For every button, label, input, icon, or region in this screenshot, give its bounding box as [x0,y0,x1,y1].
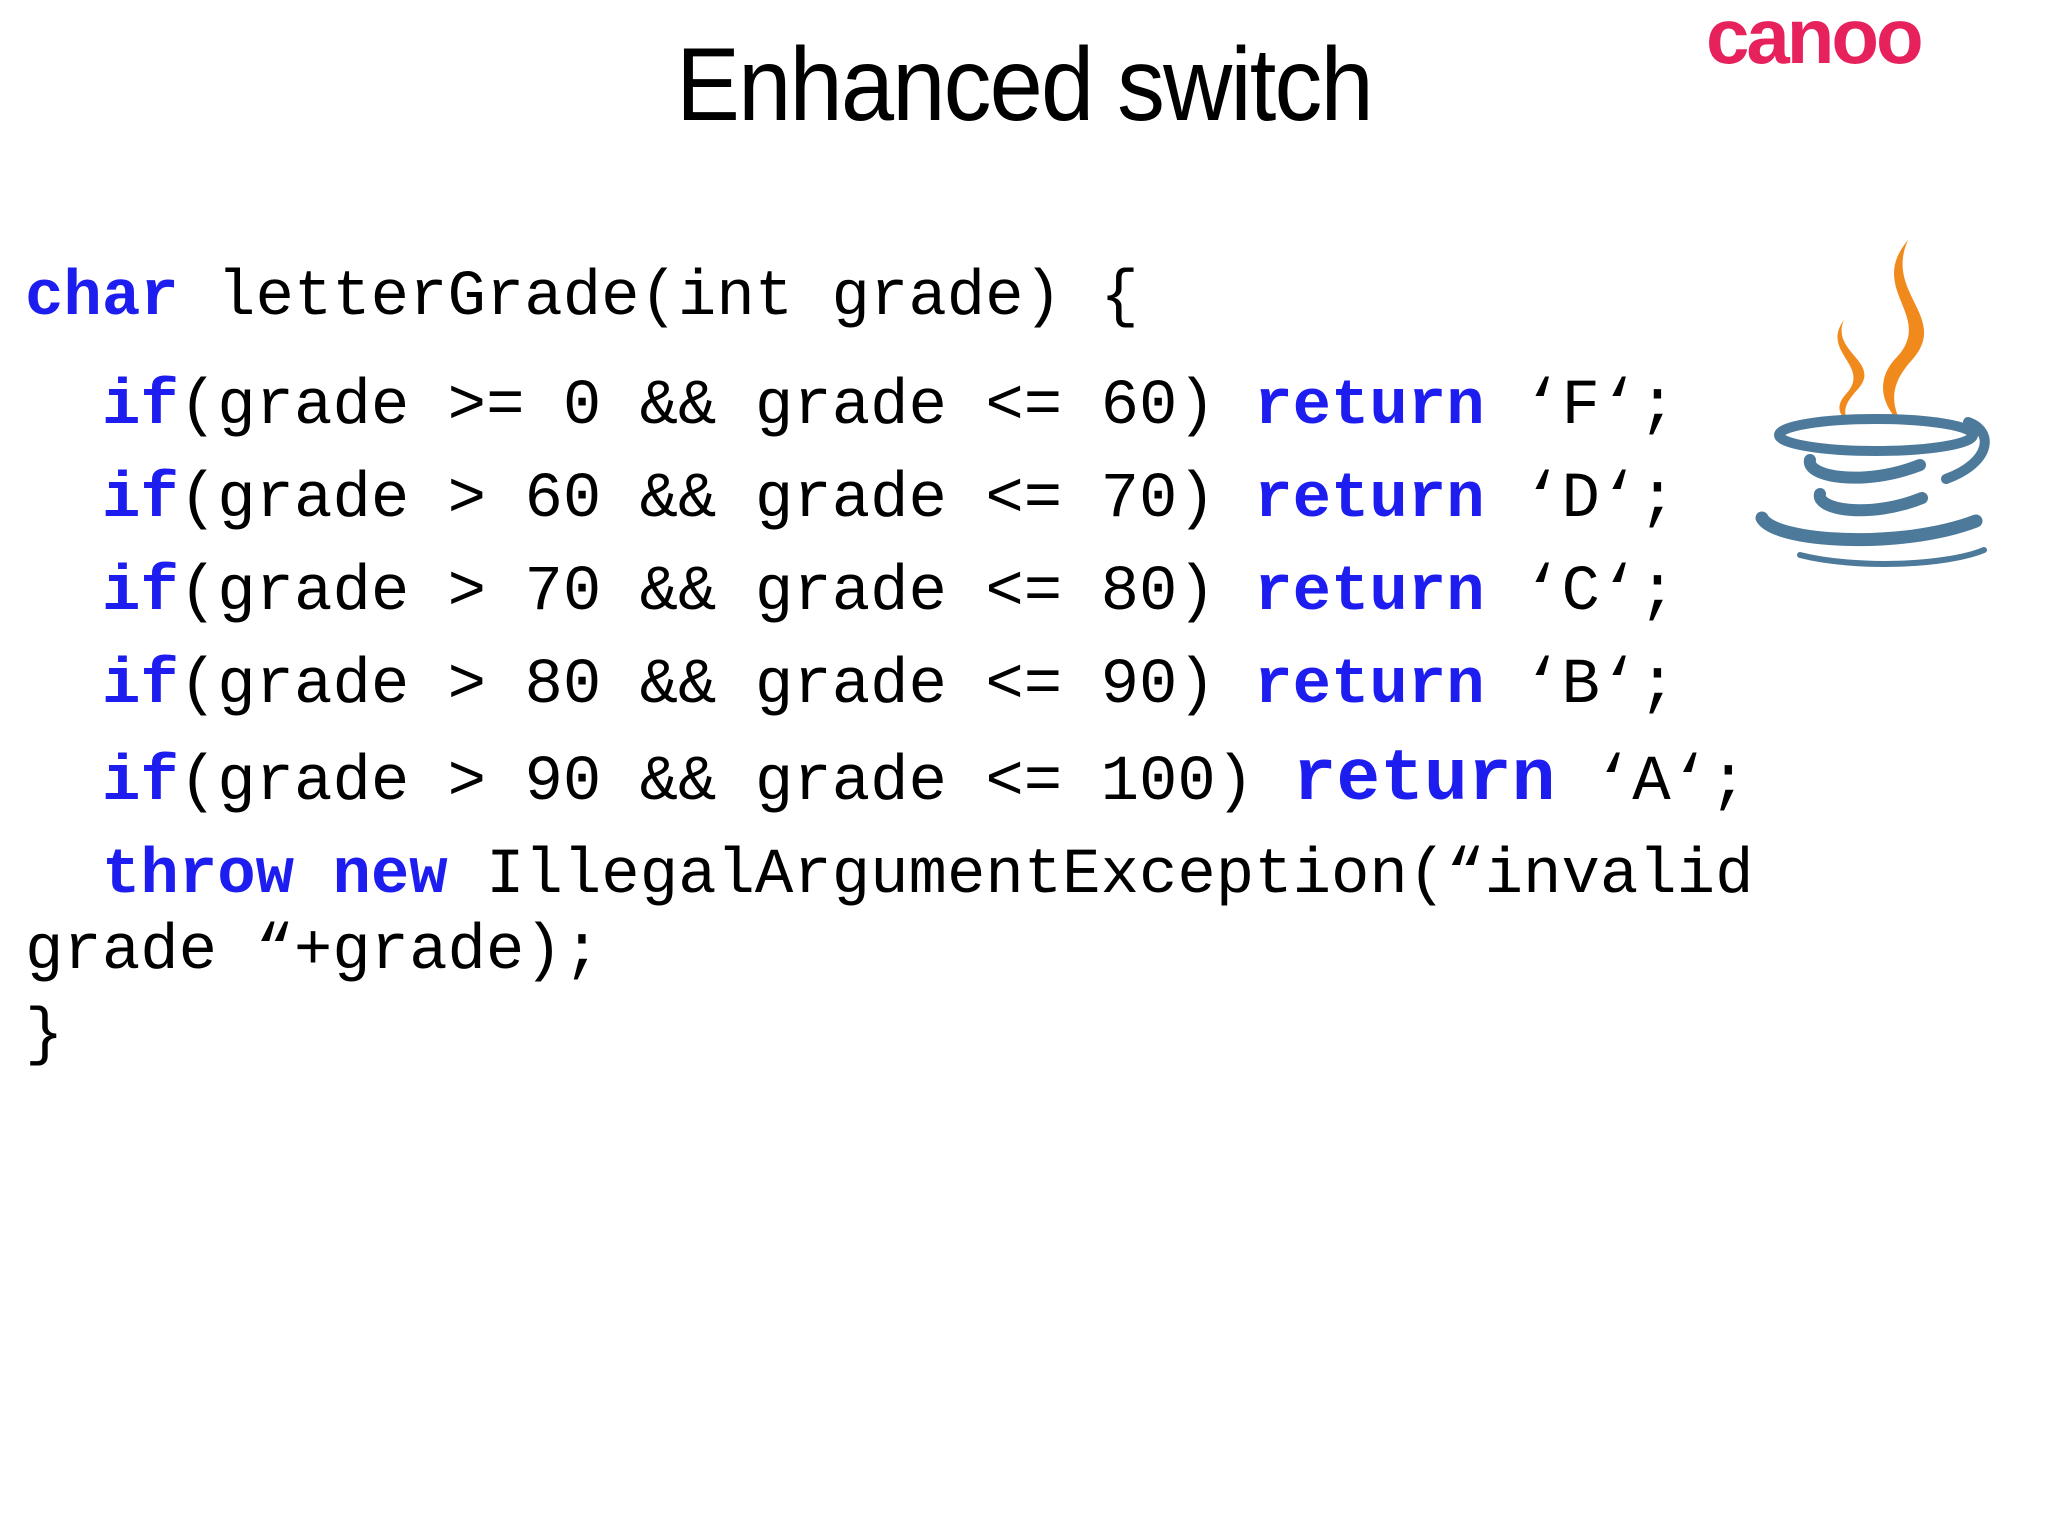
keyword-if: if [102,557,179,629]
keyword-return: return [1254,650,1485,722]
keyword-char: char [25,262,179,334]
keyword-return: return [1254,557,1485,629]
java-steam-left [1837,320,1865,422]
java-cup-rim [1774,414,1978,456]
keyword-return: return [1292,738,1556,821]
code-text: ‘F‘; [1484,371,1677,443]
canoo-logo: canoo [1706,0,1924,80]
code-text: (grade > 90 && grade <= 100) [178,747,1293,819]
code-text: (grade > 80 && grade <= 90) [178,650,1255,722]
page-title: Enhanced switch [676,27,1374,143]
code-line-closing-brace: } [25,998,1725,1074]
code-line-if-d: if(grade > 60 && grade <= 70) return ‘D‘… [25,454,1725,547]
java-cup-band2 [1813,488,1928,517]
code-text: ‘A‘; [1555,747,1748,819]
java-cup-graphic [1755,240,1990,567]
keyword-return: return [1254,371,1485,443]
code-text: ‘B‘; [1484,650,1677,722]
code-line-if-c: if(grade > 70 && grade <= 80) return ‘C‘… [25,547,1725,640]
code-line-throw-wrap: grade “+grade); [25,914,1725,990]
keyword-if: if [102,650,179,722]
java-steam-right [1883,240,1925,425]
code-text: ‘D‘; [1484,464,1677,536]
code-line-if-b: if(grade > 80 && grade <= 90) return ‘B‘… [25,640,1725,733]
keyword-return: return [1254,464,1485,536]
code-text: } [25,1000,64,1072]
code-block: char letterGrade(int grade) { if(grade >… [25,252,1753,1074]
code-line-if-f: if(grade >= 0 && grade <= 60) return ‘F‘… [25,361,1725,454]
keyword-if: if [102,371,179,443]
code-text: (grade >= 0 && grade <= 60) [178,371,1255,443]
code-line-throw: throw new IllegalArgumentException(“inva… [25,838,1753,914]
code-line-if-a: if(grade > 90 && grade <= 100) return ‘A… [25,733,1747,830]
keyword-if: if [102,464,179,536]
code-text: (grade > 70 && grade <= 80) [178,557,1255,629]
java-logo-icon [1740,232,2020,582]
code-text: (grade > 60 && grade <= 70) [178,464,1255,536]
java-cup-handle [1941,417,1990,484]
java-saucer [1755,511,1983,547]
java-saucer-line [1797,547,1987,567]
code-line-signature: char letterGrade(int grade) { [25,252,1725,345]
code-text: IllegalArgumentException(“invalid [447,840,1754,912]
code-text: letterGrade(int grade) { [178,262,1139,334]
keyword-if: if [102,747,179,819]
code-text: grade “+grade); [25,916,602,988]
keyword-throw-new: throw new [102,840,448,912]
code-text: ‘C‘; [1484,557,1677,629]
java-cup-band1 [1804,454,1926,484]
